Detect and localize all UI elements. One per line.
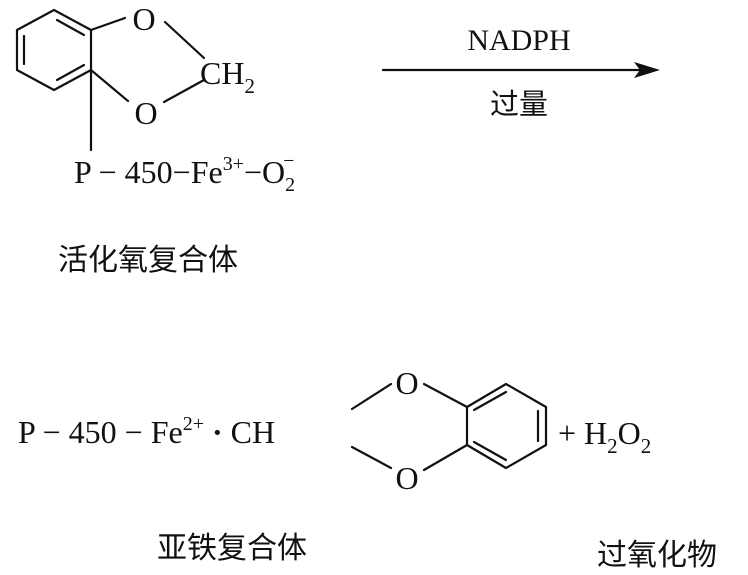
ch-group: CH (231, 414, 275, 450)
ring-inner-bond (472, 390, 508, 412)
fe-atom: Fe (151, 414, 183, 450)
plus-sign: + (558, 415, 576, 451)
dash: − (244, 154, 262, 190)
p-atom: P (18, 414, 35, 450)
o-subscript: 2 (641, 434, 652, 458)
bond-ring-o-top (89, 16, 127, 32)
bond-ch-o-bottom (350, 445, 393, 470)
o2-atom: O (262, 154, 285, 190)
ch2-subscript: 2 (244, 74, 255, 98)
ch2-base: CH (200, 55, 244, 91)
ferrous-complex-caption: 亚铁复合体 (157, 531, 307, 566)
dash: − (173, 154, 191, 190)
bond-ring-o-bottom (89, 68, 130, 103)
arrow-head (634, 62, 660, 78)
dash: − (43, 414, 61, 450)
reaction-arrow: NADPH 过量 (381, 24, 660, 121)
o-atom-bottom: O (134, 95, 157, 131)
fe-charge: 2+ (183, 413, 204, 435)
fe-charge: 3+ (223, 153, 244, 175)
p-atom: P (74, 154, 91, 190)
ring-inner-bond (472, 440, 508, 462)
p450-number: 450 (69, 414, 117, 450)
bond-o-bottom-ch2 (162, 78, 206, 104)
product-structure: P − 450 − Fe2+ · CH O O + H2O2 亚铁复合体 过氧化… (18, 365, 717, 573)
p450-number: 450 (125, 154, 173, 190)
dash: − (125, 414, 143, 450)
ferrous-complex-formula: P − 450 − Fe2+ · CH (18, 401, 275, 450)
dash: − (99, 154, 117, 190)
bond-o-top-ch2 (163, 20, 206, 60)
ring-inner-bond (55, 63, 86, 82)
benzene-ring-top (15, 8, 93, 92)
bond-o-bottom-ring (422, 443, 469, 472)
h-subscript: 2 (607, 434, 618, 458)
ring-inner-bond (55, 18, 86, 37)
radical-dot: · (212, 414, 223, 450)
peroxide-caption: 过氧化物 (597, 538, 717, 573)
o-atom-bottom: O (395, 460, 418, 496)
arrow-label-nadph: NADPH (467, 24, 570, 57)
o-atom-top: O (132, 1, 155, 37)
bond-ch-o-top (350, 382, 393, 411)
fe-atom: Fe (191, 154, 223, 190)
arrow-label-excess: 过量 (490, 87, 548, 121)
benzene-ring-bottom (465, 382, 548, 470)
reactant-structure: O O CH2 P − 450−Fe3+−O2− 活化氧复合体 (15, 1, 295, 278)
activated-oxygen-complex-formula: P − 450−Fe3+−O2− (74, 150, 295, 196)
o-atom-top: O (395, 365, 418, 401)
bond-o-top-ring (422, 382, 469, 409)
h-atom: H (584, 415, 607, 451)
o2-subscript: 2 (285, 174, 295, 196)
activated-oxygen-complex-caption: 活化氧复合体 (58, 243, 238, 278)
ch2-group: CH2 (200, 55, 255, 98)
o2-charge: − (283, 150, 294, 172)
o-atom: O (618, 415, 641, 451)
hydrogen-peroxide-formula: + H2O2 (558, 415, 651, 458)
